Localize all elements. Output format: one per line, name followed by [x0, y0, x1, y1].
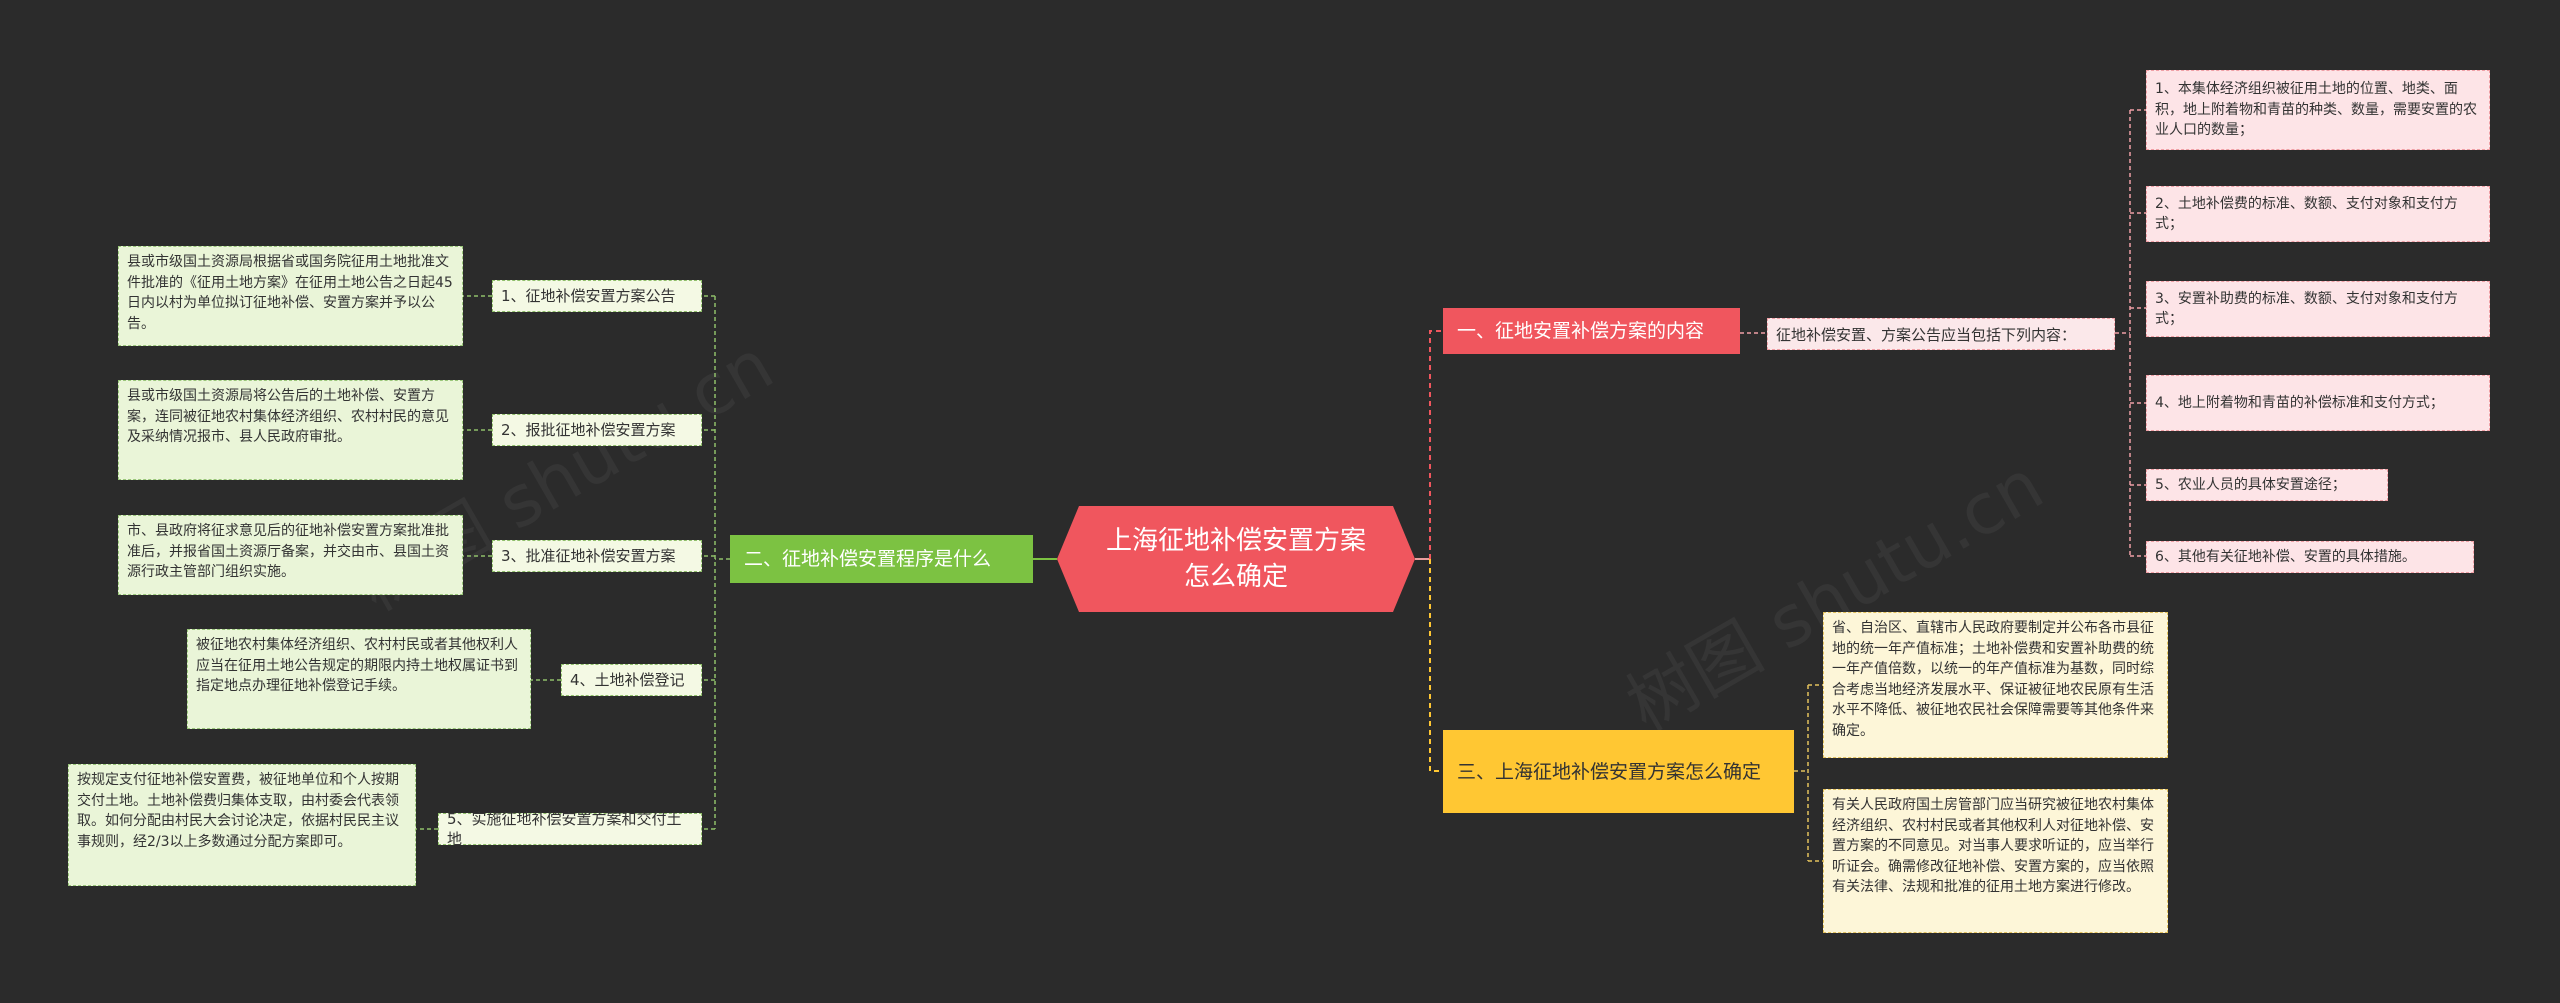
links-branch1-items: [2115, 109, 2146, 557]
step-detail-text: 被征地农村集体经济组织、农村村民或者其他权利人应当在征用土地公告规定的期限内持土…: [196, 637, 518, 694]
branch-1-item-text: 3、安置补助费的标准、数额、支付对象和支付方式；: [2155, 290, 2458, 328]
branch-2-step[interactable]: 3、批准征地补偿安置方案: [492, 540, 702, 572]
step-label: 5、实施征地补偿安置方案和交付土地: [447, 810, 682, 848]
branch-3-detail[interactable]: 有关人民政府国土房管部门应当研究被征地农村集体经济组织、农村村民或者其他权利人对…: [1823, 789, 2168, 933]
step-detail[interactable]: 县或市级国土资源局根据省或国务院征用土地批准文件批准的《征用土地方案》在征用土地…: [118, 246, 463, 346]
links-branch3-details: [1794, 684, 1823, 862]
branch-2-step[interactable]: 5、实施征地补偿安置方案和交付土地: [438, 810, 702, 848]
step-detail[interactable]: 县或市级国土资源局将公告后的土地补偿、安置方案，连同被征地农村集体经济组织、农村…: [118, 380, 463, 480]
branch-1-item-text: 2、土地补偿费的标准、数额、支付对象和支付方式；: [2155, 195, 2458, 233]
link-root-branch1: [1429, 330, 1443, 559]
step-detail[interactable]: 被征地农村集体经济组织、农村村民或者其他权利人应当在征用土地公告规定的期限内持土…: [187, 629, 531, 729]
branch-2-step[interactable]: 4、土地补偿登记: [561, 664, 702, 696]
step-detail-text: 市、县政府将征求意见后的征地补偿安置方案批准批准后，并报省国土资源厅备案，并交由…: [127, 523, 449, 580]
branch-3-detail-text: 有关人民政府国土房管部门应当研究被征地农村集体经济组织、农村村民或者其他权利人对…: [1832, 797, 2154, 895]
step-label: 3、批准征地补偿安置方案: [501, 547, 676, 565]
links-branch2-steps: [702, 295, 730, 830]
branch-3-topic[interactable]: 三、上海征地补偿安置方案怎么确定: [1443, 730, 1794, 813]
branch-1-item-text: 1、本集体经济组织被征用土地的位置、地类、面积，地上附着物和青苗的种类、数量，需…: [2155, 81, 2477, 139]
branch-1-item[interactable]: 6、其他有关征地补偿、安置的具体措施。: [2146, 541, 2474, 573]
step-label: 2、报批征地补偿安置方案: [501, 421, 676, 439]
branch-1-item[interactable]: 2、土地补偿费的标准、数额、支付对象和支付方式；: [2146, 186, 2490, 242]
branch-1-intro[interactable]: 征地补偿安置、方案公告应当包括下列内容：: [1767, 318, 2115, 350]
root-title: 上海征地补偿安置方案怎么确定: [1105, 526, 1366, 592]
branch-1-title: 一、征地安置补偿方案的内容: [1457, 320, 1705, 342]
branch-2-topic[interactable]: 二、征地补偿安置程序是什么: [730, 535, 1033, 583]
step-detail-text: 县或市级国土资源局将公告后的土地补偿、安置方案，连同被征地农村集体经济组织、农村…: [127, 388, 449, 445]
step-detail[interactable]: 按规定支付征地补偿安置费，被征地单位和个人按期交付土地。土地补偿费归集体支取，由…: [68, 764, 416, 886]
branch-1-item[interactable]: 4、地上附着物和青苗的补偿标准和支付方式；: [2146, 375, 2490, 431]
branch-1-item[interactable]: 1、本集体经济组织被征用土地的位置、地类、面积，地上附着物和青苗的种类、数量，需…: [2146, 70, 2490, 150]
branch-2-step[interactable]: 1、征地补偿安置方案公告: [492, 280, 702, 312]
step-label: 1、征地补偿安置方案公告: [501, 287, 676, 305]
branch-1-item-text: 4、地上附着物和青苗的补偿标准和支付方式；: [2155, 394, 2444, 411]
step-label: 4、土地补偿登记: [570, 671, 685, 689]
link-root-branch3: [1429, 559, 1443, 772]
step-detail-text: 按规定支付征地补偿安置费，被征地单位和个人按期交付土地。土地补偿费归集体支取，由…: [77, 772, 399, 850]
branch-1-item-text: 6、其他有关征地补偿、安置的具体措施。: [2155, 548, 2416, 565]
branch-1-item-text: 5、农业人员的具体安置途径；: [2155, 476, 2346, 493]
root-topic[interactable]: 上海征地补偿安置方案怎么确定: [1057, 506, 1415, 612]
branch-1-intro-text: 征地补偿安置、方案公告应当包括下列内容：: [1776, 325, 2077, 344]
branch-1-item[interactable]: 3、安置补助费的标准、数额、支付对象和支付方式；: [2146, 281, 2490, 337]
branch-1-topic[interactable]: 一、征地安置补偿方案的内容: [1443, 308, 1740, 354]
branch-1-item[interactable]: 5、农业人员的具体安置途径；: [2146, 469, 2388, 501]
branch-3-title: 三、上海征地补偿安置方案怎么确定: [1457, 760, 1762, 783]
branch-3-detail[interactable]: 省、自治区、直辖市人民政府要制定并公布各市县征地的统一年产值标准；土地补偿费和安…: [1823, 612, 2168, 758]
branch-3-detail-text: 省、自治区、直辖市人民政府要制定并公布各市县征地的统一年产值标准；土地补偿费和安…: [1832, 620, 2154, 739]
links-steps-details: [416, 295, 561, 830]
step-detail-text: 县或市级国土资源局根据省或国务院征用土地批准文件批准的《征用土地方案》在征用土地…: [127, 254, 453, 332]
step-detail[interactable]: 市、县政府将征求意见后的征地补偿安置方案批准批准后，并报省国土资源厅备案，并交由…: [118, 515, 463, 595]
branch-2-title: 二、征地补偿安置程序是什么: [744, 548, 992, 570]
branch-2-step[interactable]: 2、报批征地补偿安置方案: [492, 414, 702, 446]
